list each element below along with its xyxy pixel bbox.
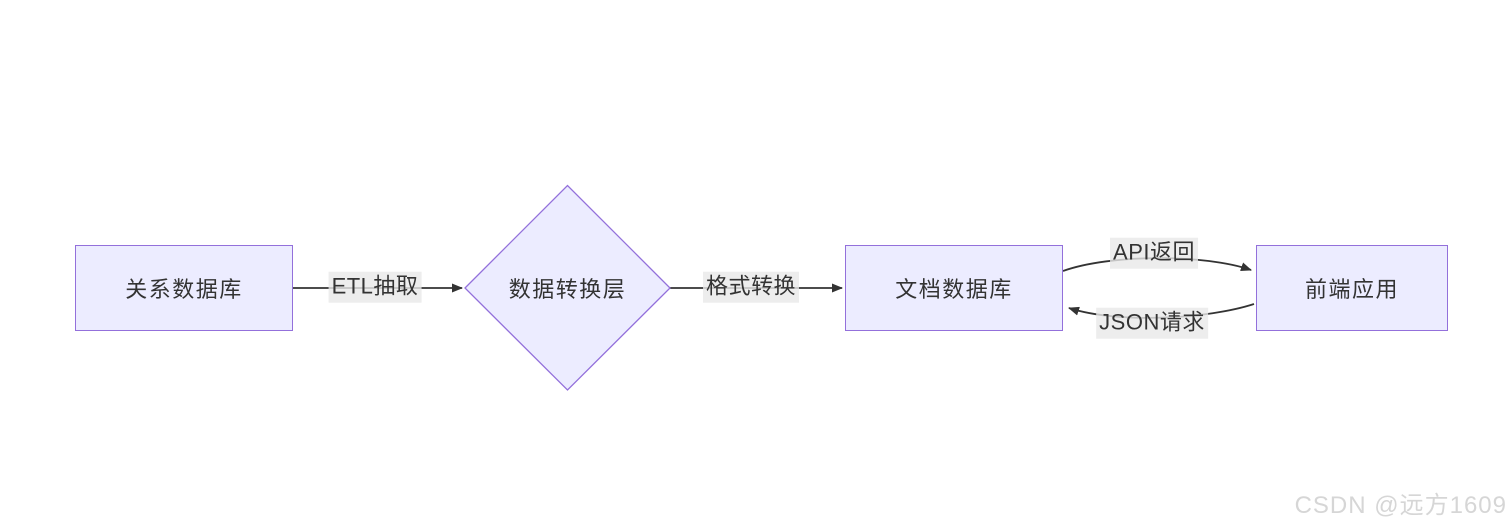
node-document-db: 文档数据库 xyxy=(845,245,1063,331)
node-relational-db-label: 关系数据库 xyxy=(125,277,243,302)
node-transform-layer: 数据转换层 xyxy=(467,246,668,330)
node-frontend-app-label: 前端应用 xyxy=(1304,277,1399,302)
edge-label-format: 格式转换 xyxy=(702,271,800,303)
node-relational-db: 关系数据库 xyxy=(75,245,293,331)
node-document-db-label: 文档数据库 xyxy=(895,277,1013,302)
node-transform-layer-label: 数据转换层 xyxy=(508,277,627,302)
node-frontend-app: 前端应用 xyxy=(1256,245,1448,331)
edge-label-json-request: JSON请求 xyxy=(1096,307,1208,339)
edge-label-etl: ETL抽取 xyxy=(328,271,422,303)
node-transform-layer-shape xyxy=(464,184,671,391)
edge-label-api-return: API返回 xyxy=(1110,237,1198,269)
csdn-watermark: CSDN @远方1609 xyxy=(1294,492,1507,519)
